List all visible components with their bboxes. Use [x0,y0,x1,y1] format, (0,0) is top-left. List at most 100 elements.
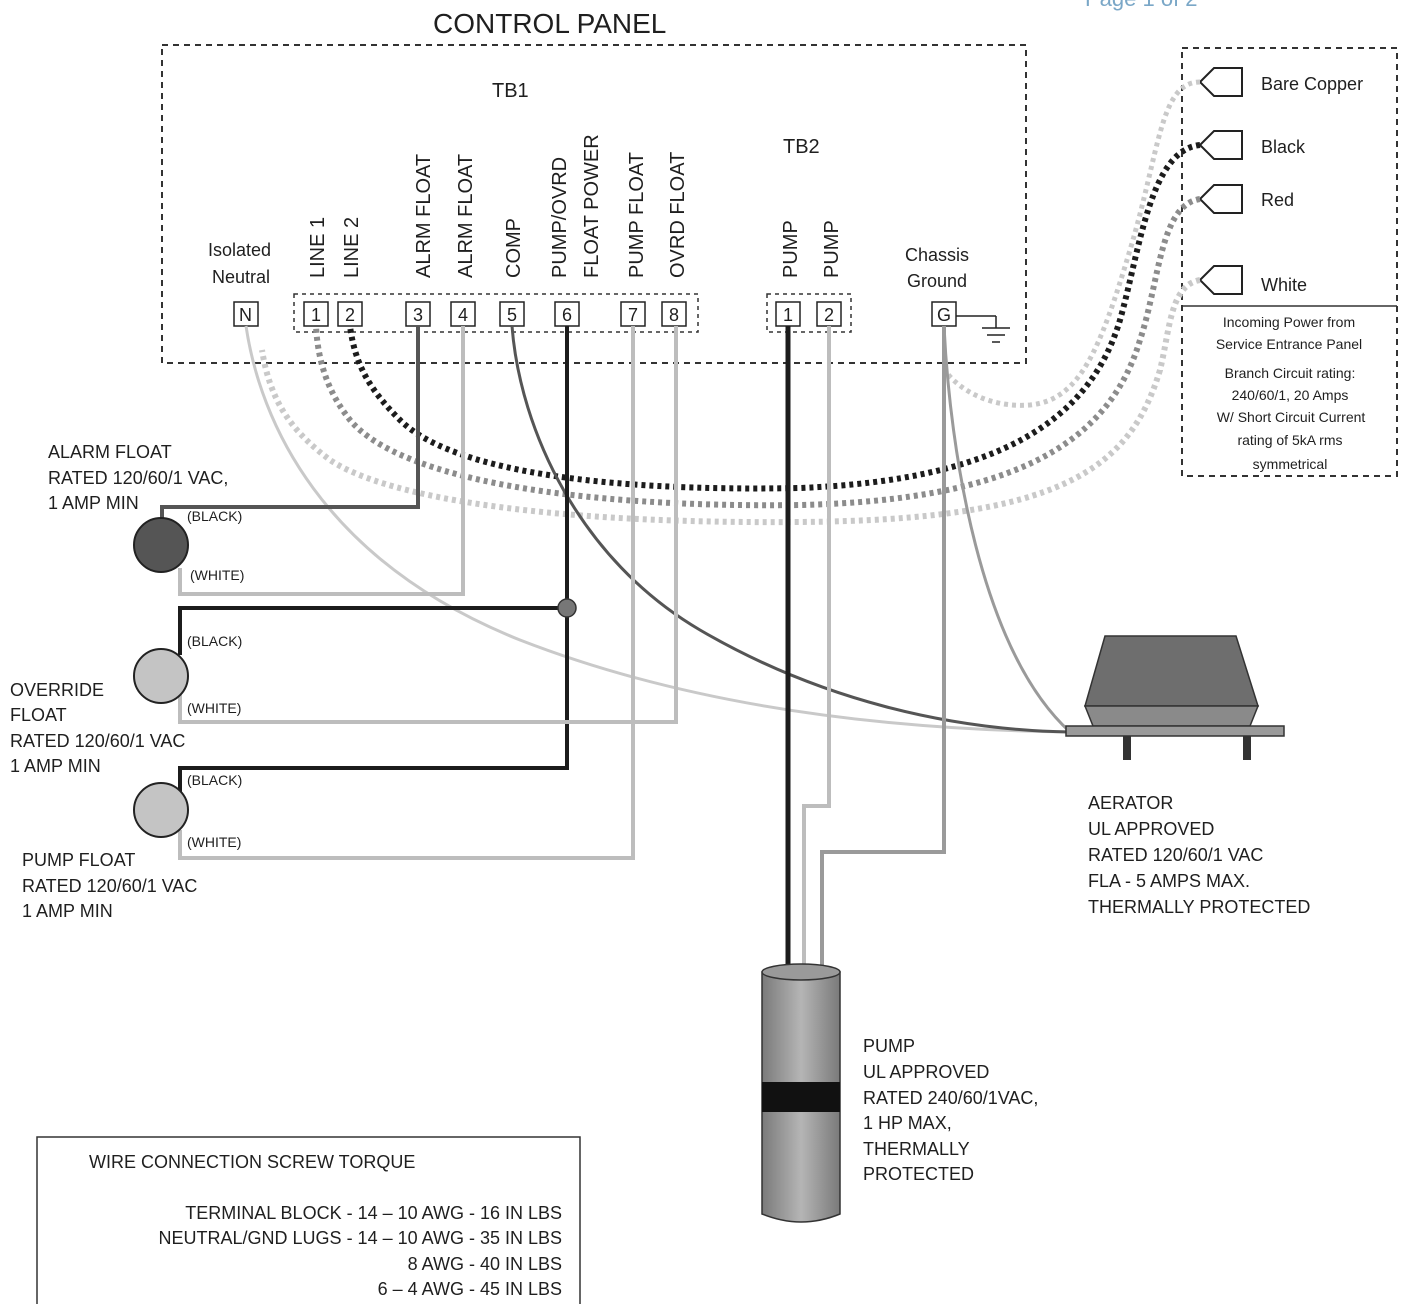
torque-row-2: NEUTRAL/GND LUGS - 14 – 10 AWG - 35 IN L… [159,1228,562,1248]
connector-black-icon [1198,130,1243,160]
wire-ground-to-pump [820,326,946,968]
incoming-caption-2: Service Entrance Panel [1216,336,1362,352]
override-float-black: (BLACK) [187,633,242,649]
aerator-label-3: RATED 120/60/1 VAC [1088,845,1263,865]
pump-float-label-3: 1 AMP MIN [22,901,113,921]
pump-label-6: PROTECTED [863,1164,974,1184]
torque-row-4: 6 – 4 AWG - 45 IN LBS [378,1279,562,1299]
incoming-wire-white: White [1261,275,1307,295]
tb2-terminal-2: 2 [816,301,842,327]
tb1-label-float-power: FLOAT POWER [581,134,603,278]
connector-bare-copper-icon [1198,67,1243,97]
override-float-label-4: 1 AMP MIN [10,756,101,776]
pump-label-4: 1 HP MAX, [863,1113,952,1133]
incoming-rating-4: rating of 5kA rms [1237,432,1342,448]
pump-float-black: (BLACK) [187,772,242,788]
aerator-icon [1065,635,1285,760]
ground-terminal: G [931,301,957,327]
tb1-terminal-1: 1 [303,301,329,327]
svg-text:6: 6 [562,305,572,325]
pump-icon [761,963,841,1223]
wire-red-to-line1 [313,196,1201,509]
wire-t3-alarm-black [160,326,420,520]
svg-text:7: 7 [628,305,638,325]
override-float-white: (WHITE) [187,700,241,716]
tb1-label-line1: LINE 1 [307,217,329,278]
tb1-label: TB1 [492,80,529,102]
alarm-float-label-3: 1 AMP MIN [48,493,139,513]
aerator-label-5: THERMALLY PROTECTED [1088,897,1310,917]
svg-text:1: 1 [311,305,321,325]
alarm-float-label-2: RATED 120/60/1 VAC, [48,468,228,488]
pump-float-white: (WHITE) [187,834,241,850]
incoming-rating-3: W/ Short Circuit Current [1217,409,1366,425]
tb1-terminal-7: 7 [620,301,646,327]
pump-label-5: THERMALLY [863,1139,970,1159]
tb1-terminal-3: 3 [405,301,431,327]
alarm-float-icon [133,517,189,573]
tb2-label-pump-2: PUMP [821,220,843,278]
pump-label-3: RATED 240/60/1VAC, [863,1088,1038,1108]
tb2-label: TB2 [783,136,820,158]
incoming-wire-bare-copper: Bare Copper [1261,74,1363,94]
wire-t6-float-power [178,326,569,800]
incoming-wire-black: Black [1261,137,1306,157]
tb1-label-pump-ovrd: PUMP/OVRD [549,157,571,278]
tb1-label-alrm-float-4: ALRM FLOAT [455,154,477,278]
tb1-label-ovrd-float: OVRD FLOAT [667,152,689,278]
tb1-terminal-4: 4 [450,301,476,327]
aerator-label-1: AERATOR [1088,793,1173,813]
alarm-float-white: (WHITE) [190,567,244,583]
control-panel-box [161,44,1027,364]
chassis-ground-label-2: Ground [907,271,967,291]
chassis-ground-label-1: Chassis [905,245,969,265]
isolated-neutral-label-2: Neutral [212,267,270,287]
isolated-neutral-label-1: Isolated [208,240,271,260]
tb2-label-pump-1: PUMP [780,220,802,278]
torque-row-1: TERMINAL BLOCK - 14 – 10 AWG - 16 IN LBS [185,1203,562,1223]
wire-t7-pump-white [178,326,635,860]
wire-ground-to-aerator [942,325,1072,734]
tb1-group-outline [293,293,699,333]
tb1-label-line2: LINE 2 [341,217,363,278]
wire-t4-alarm-white [178,326,465,596]
wire-neutral-to-aerator [244,325,1071,734]
torque-title: WIRE CONNECTION SCREW TORQUE [89,1152,415,1172]
tb2-terminal-1: 1 [775,301,801,327]
torque-table-box [36,1136,581,1304]
splice-junction [557,598,577,618]
neutral-terminal: N [233,301,259,327]
panel-title: CONTROL PANEL [433,8,666,39]
tb1-terminal-6: 6 [554,301,580,327]
svg-text:3: 3 [413,305,423,325]
tb1-terminal-5: 5 [499,301,525,327]
incoming-wire-red: Red [1261,190,1294,210]
pump-label-1: PUMP [863,1036,915,1056]
incoming-rating-5: symmetrical [1253,456,1328,472]
svg-text:G: G [937,305,951,325]
pump-float-label-2: RATED 120/60/1 VAC [22,876,197,896]
pump-float-label-1: PUMP FLOAT [22,850,135,870]
tb1-label-comp: COMP [503,218,525,278]
svg-text:2: 2 [824,305,834,325]
connector-red-icon [1198,184,1243,214]
svg-text:4: 4 [458,305,468,325]
incoming-power-box [1181,47,1398,477]
tb1-label-alrm-float-3: ALRM FLOAT [413,154,435,278]
pump-float-icon [133,782,189,838]
svg-text:5: 5 [507,305,517,325]
tb1-terminal-8: 8 [661,301,687,327]
svg-text:N: N [239,305,252,325]
svg-text:8: 8 [669,305,679,325]
alarm-float-black: (BLACK) [187,508,242,524]
tb2-group-outline [766,293,852,333]
wire-t5-to-aerator [510,325,1071,734]
page-note: Page 1 of 2 [1085,0,1198,11]
tb1-label-pump-float: PUMP FLOAT [626,152,648,278]
wire-tb2-2-pump [802,326,831,968]
incoming-rating-1: Branch Circuit rating: [1225,365,1356,381]
pump-label-2: UL APPROVED [863,1062,989,1082]
wire-t6-to-override [178,606,567,655]
override-float-label-2: FLOAT [10,705,67,725]
incoming-rating-2: 240/60/1, 20 Amps [1232,387,1349,403]
